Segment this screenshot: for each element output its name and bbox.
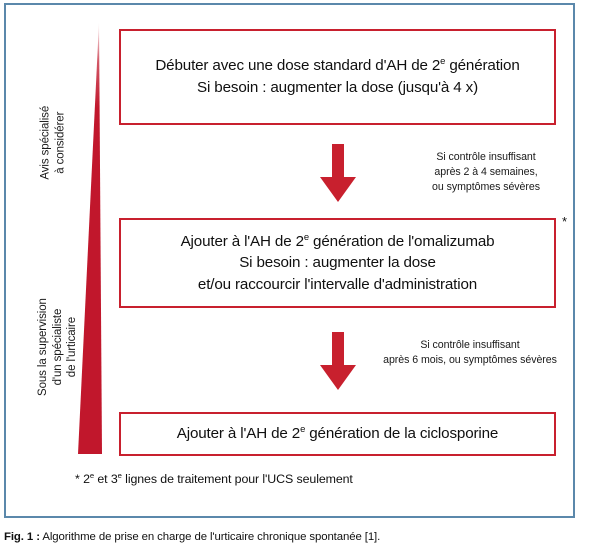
- footnote: * 2e et 3e lignes de traitement pour l'U…: [75, 470, 353, 486]
- annotation-line: après 2 à 4 semaines,: [434, 166, 538, 179]
- annotation-line: Si contrôle insuffisant: [420, 339, 520, 351]
- side-label-line: Sous la supervision: [36, 298, 49, 396]
- side-label-avis-specialise: Avis spécialisé à considérer: [38, 68, 67, 218]
- treatment-step-1-box: Débuter avec une dose standard d'AH de 2…: [119, 29, 556, 125]
- treatment-step-1-line-1: Débuter avec une dose standard d'AH de 2…: [155, 55, 520, 75]
- treatment-step-2-line-1: Ajouter à l'AH de 2e génération de l'oma…: [180, 230, 495, 250]
- side-label-sous-supervision: Sous la supervision d'un spécialiste de …: [36, 247, 80, 447]
- side-label-line: à considérer: [54, 111, 66, 174]
- escalation-wedge-icon: [78, 22, 102, 454]
- treatment-step-3-box: Ajouter à l'AH de 2e génération de la ci…: [119, 412, 556, 456]
- caption-text: Algorithme de prise en charge de l'urtic…: [42, 531, 381, 543]
- side-label-line: de l'urticaire: [66, 316, 79, 378]
- side-label-line: d'un spécialiste: [51, 308, 64, 386]
- transition-1-annotation: Si contrôle insuffisant après 2 à 4 sema…: [386, 150, 586, 195]
- treatment-step-3-line-1: Ajouter à l'AH de 2e génération de la ci…: [176, 423, 499, 443]
- caption-label: Fig. 1 :: [4, 531, 40, 543]
- side-label-line: Avis spécialisé: [39, 105, 52, 180]
- treatment-step-2-box: Ajouter à l'AH de 2e génération de l'oma…: [119, 218, 556, 308]
- annotation-line: après 6 mois, ou symptômes sévères: [383, 354, 557, 367]
- annotation-line: ou symptômes sévères: [432, 181, 540, 194]
- transition-2-annotation: Si contrôle insuffisant après 6 mois, ou…: [352, 338, 588, 368]
- down-arrow-icon: [320, 332, 356, 390]
- asterisk-marker: *: [562, 214, 568, 229]
- figure-caption: Fig. 1 : Algorithme de prise en charge d…: [4, 531, 584, 543]
- treatment-step-2-line-2: Si besoin : augmenter la dose: [239, 254, 436, 272]
- treatment-step-1-line-2: Si besoin : augmenter la dose (jusqu'à 4…: [197, 79, 478, 96]
- treatment-step-2-line-3: et/ou raccourcir l'intervalle d'administ…: [197, 275, 478, 293]
- down-arrow-icon: [320, 144, 356, 202]
- annotation-line: Si contrôle insuffisant: [436, 151, 536, 163]
